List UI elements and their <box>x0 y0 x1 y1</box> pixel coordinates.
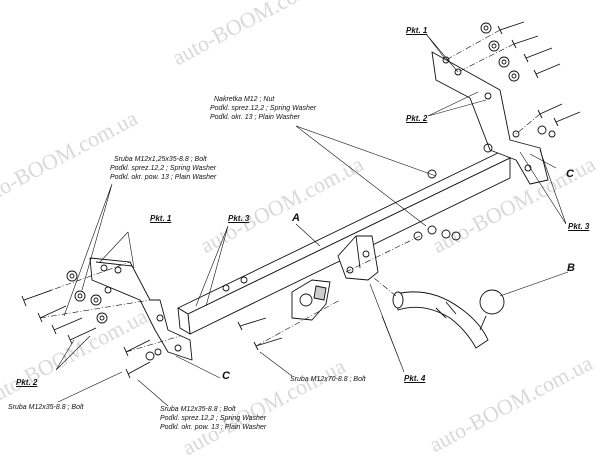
callout-line: Sruba M12x1,25x35-8.8 ; Bolt <box>114 156 207 163</box>
bolts-right <box>497 21 581 127</box>
part-label-c-left: C <box>222 370 230 382</box>
bolts-center <box>237 317 283 351</box>
crossbar-a <box>177 151 511 335</box>
pkt-2-left: Pkt. 2 <box>16 378 38 387</box>
pkt-1-right: Pkt. 1 <box>406 26 428 35</box>
part-label-b: B <box>567 262 575 274</box>
washers <box>66 22 556 361</box>
leader-lines <box>55 33 569 407</box>
left-bracket <box>89 257 193 361</box>
callout-line: Podkl. okr. 13 ; Plain Washer <box>210 114 300 121</box>
callout-line: Sruba M12x35-8.8 ; Bolt <box>160 406 236 413</box>
part-label-c-right: C <box>566 168 574 180</box>
socket-plate <box>291 279 331 321</box>
pkt-4: Pkt. 4 <box>404 374 426 383</box>
drawing <box>21 21 581 407</box>
callout-line: Nakretka M12 ; Nut <box>214 96 275 103</box>
pkt-1-left: Pkt. 1 <box>150 214 172 223</box>
callout-bolt-m12x70: Sruba M12x70-8.8 ; Bolt <box>290 376 366 383</box>
callout-line: Podkl. sprez.12,2 ; Spring Washer <box>210 105 317 112</box>
towball-b <box>392 289 505 349</box>
pkt-3-left: Pkt. 3 <box>228 214 250 223</box>
right-bracket <box>431 51 549 185</box>
center-plate <box>337 235 379 281</box>
callout-bolt-m12x35: Sruba M12x35-8.8 ; Bolt <box>8 404 84 411</box>
callout-line: Podkl. sprez.12,2 ; Spring Washer <box>160 415 267 422</box>
pkt-2-right: Pkt. 2 <box>406 114 428 123</box>
callout-line: Podkl. okr. pow. 13 ; Plain Washer <box>160 424 267 431</box>
callout-line: Podkl. okr. pow. 13 ; Plain Washer <box>110 174 217 181</box>
part-label-a: A <box>292 212 300 224</box>
callout-line: Podkl. sprez.12,2 ; Spring Washer <box>110 165 217 172</box>
pkt-3-right: Pkt. 3 <box>568 222 590 231</box>
